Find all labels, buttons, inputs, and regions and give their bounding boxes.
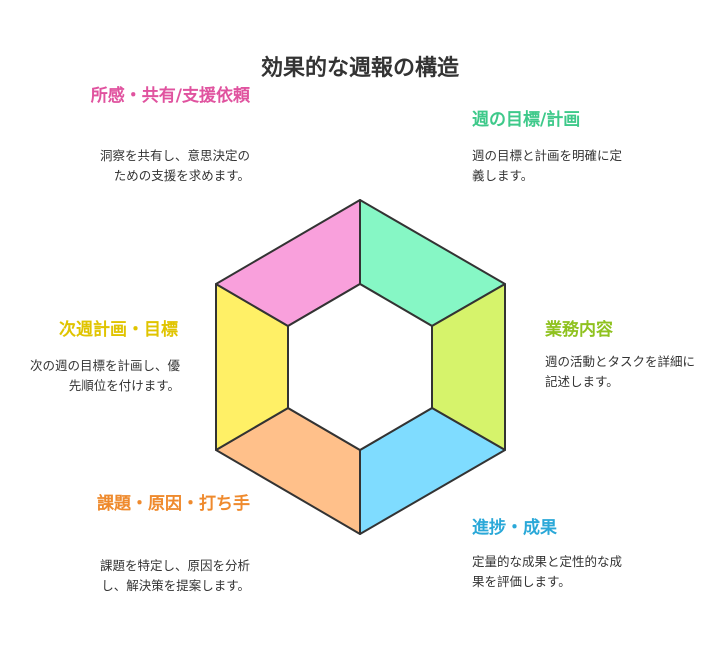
heading-goals: 週の目標/計画 bbox=[472, 110, 581, 130]
desc-next: 次の週の目標を計画し、優先順位を付けます。 bbox=[29, 358, 180, 393]
desc-goals: 週の目標と計画を明確に定義します。 bbox=[472, 148, 623, 183]
heading-issues: 課題・原因・打ち手 bbox=[97, 494, 250, 514]
heading-work: 業務内容 bbox=[545, 320, 613, 340]
desc-share: 洞察を共有し、意思決定のための支援を求めます。 bbox=[99, 148, 250, 183]
desc-issues: 課題を特定し、原因を分析し、解決策を提案します。 bbox=[99, 558, 250, 593]
heading-next: 次週計画・目標 bbox=[59, 320, 178, 340]
inner-hexagon bbox=[287, 283, 433, 451]
heading-progress: 進捗・成果 bbox=[472, 518, 557, 538]
diagram-title: 効果的な週報の構造 bbox=[260, 56, 459, 81]
heading-share: 所感・共有/支援依頼 bbox=[90, 86, 250, 106]
desc-work: 週の活動とタスクを詳細に記述します。 bbox=[545, 354, 696, 389]
desc-progress: 定量的な成果と定性的な成果を評価します。 bbox=[472, 554, 623, 589]
